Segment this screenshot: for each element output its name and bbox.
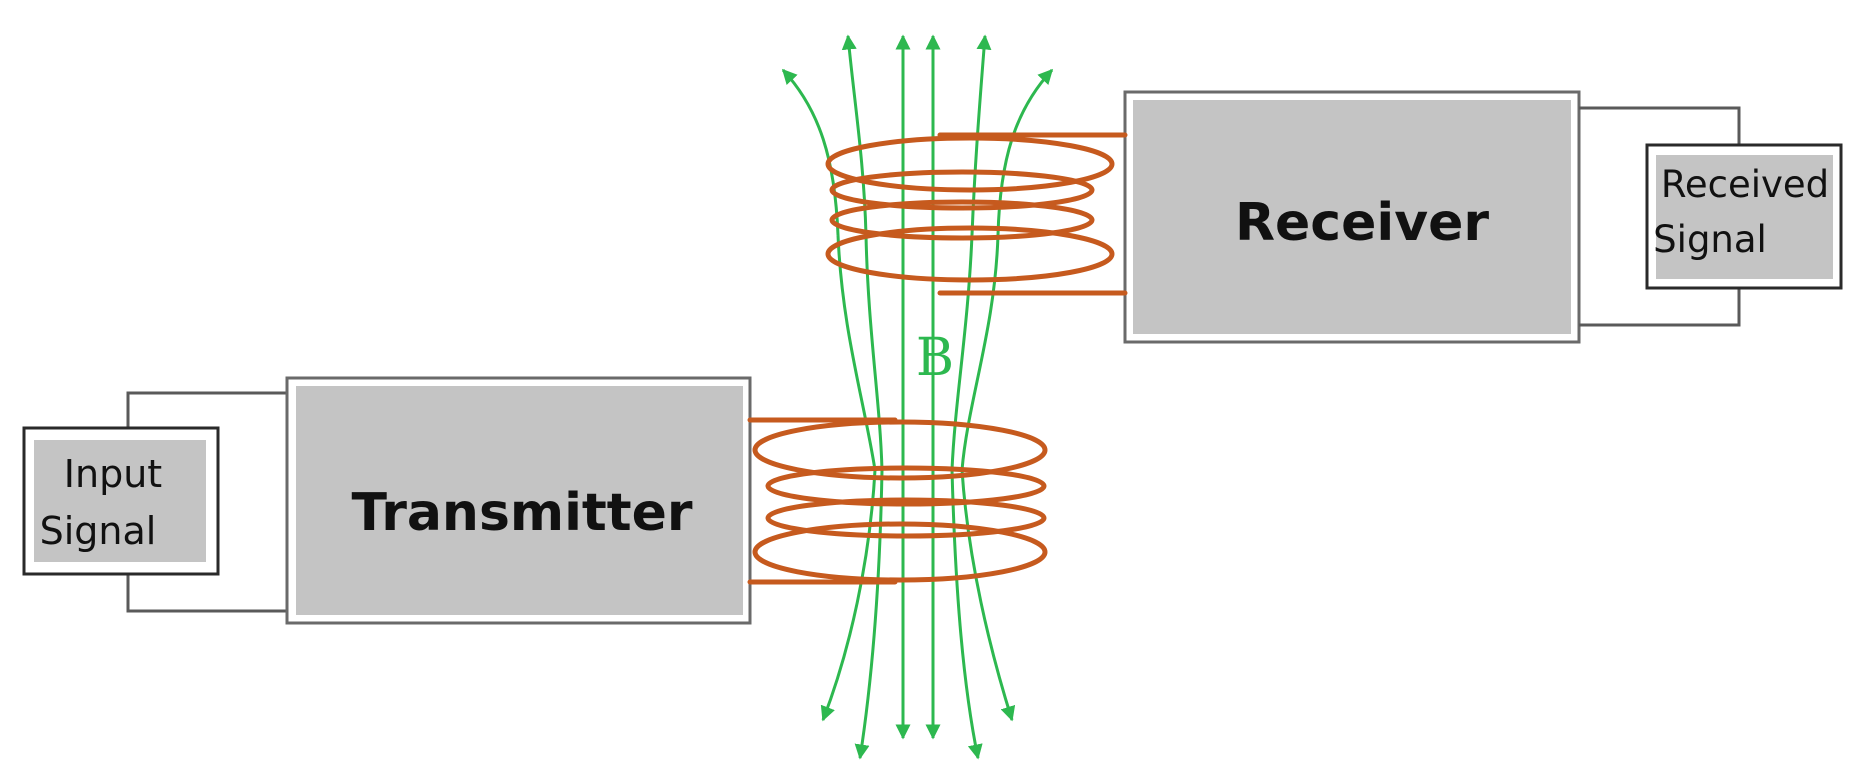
transmitter-coil-turn bbox=[752, 521, 1048, 583]
transmitter-block: Transmitter bbox=[285, 376, 752, 625]
input-wire-top bbox=[126, 391, 287, 428]
receiver-coil-turn bbox=[829, 169, 1095, 211]
output-wire-top bbox=[1579, 106, 1741, 145]
field-line bbox=[820, 469, 877, 722]
field-line bbox=[841, 34, 868, 236]
transmitter-label: Transmitter bbox=[351, 483, 692, 543]
transmitter-coil-turn bbox=[765, 497, 1047, 539]
magnetic-field-label: B bbox=[916, 328, 954, 388]
field-line bbox=[996, 68, 1054, 236]
transmitter-coil bbox=[747, 417, 1048, 585]
receiver-coil-turn bbox=[825, 135, 1115, 193]
transmitter-coil-turn bbox=[752, 419, 1048, 481]
receiver-block: Receiver bbox=[1123, 90, 1581, 344]
input-wire-bottom bbox=[126, 572, 287, 613]
input-signal-block: Input Signal bbox=[22, 391, 287, 613]
input-signal-label-line1: Input bbox=[64, 452, 162, 496]
received-signal-block: Received Signal bbox=[1579, 106, 1843, 327]
input-signal-label-line2: Signal bbox=[40, 509, 157, 553]
output-wire-bottom bbox=[1579, 288, 1741, 327]
received-signal-label-line1: Received bbox=[1661, 163, 1829, 206]
field-line bbox=[950, 469, 983, 760]
receiver-coil-turn bbox=[825, 225, 1115, 283]
receiver-coil bbox=[825, 132, 1128, 296]
field-line bbox=[781, 68, 840, 236]
receiver-coil-turn bbox=[829, 199, 1095, 241]
received-signal-label-line2: Signal bbox=[1653, 218, 1767, 261]
field-lines-lower bbox=[820, 469, 1016, 760]
receiver-label: Receiver bbox=[1235, 193, 1489, 253]
transmitter-coil-turn bbox=[765, 465, 1047, 507]
field-line bbox=[854, 469, 884, 760]
magnetic-field-lines bbox=[781, 34, 1054, 760]
